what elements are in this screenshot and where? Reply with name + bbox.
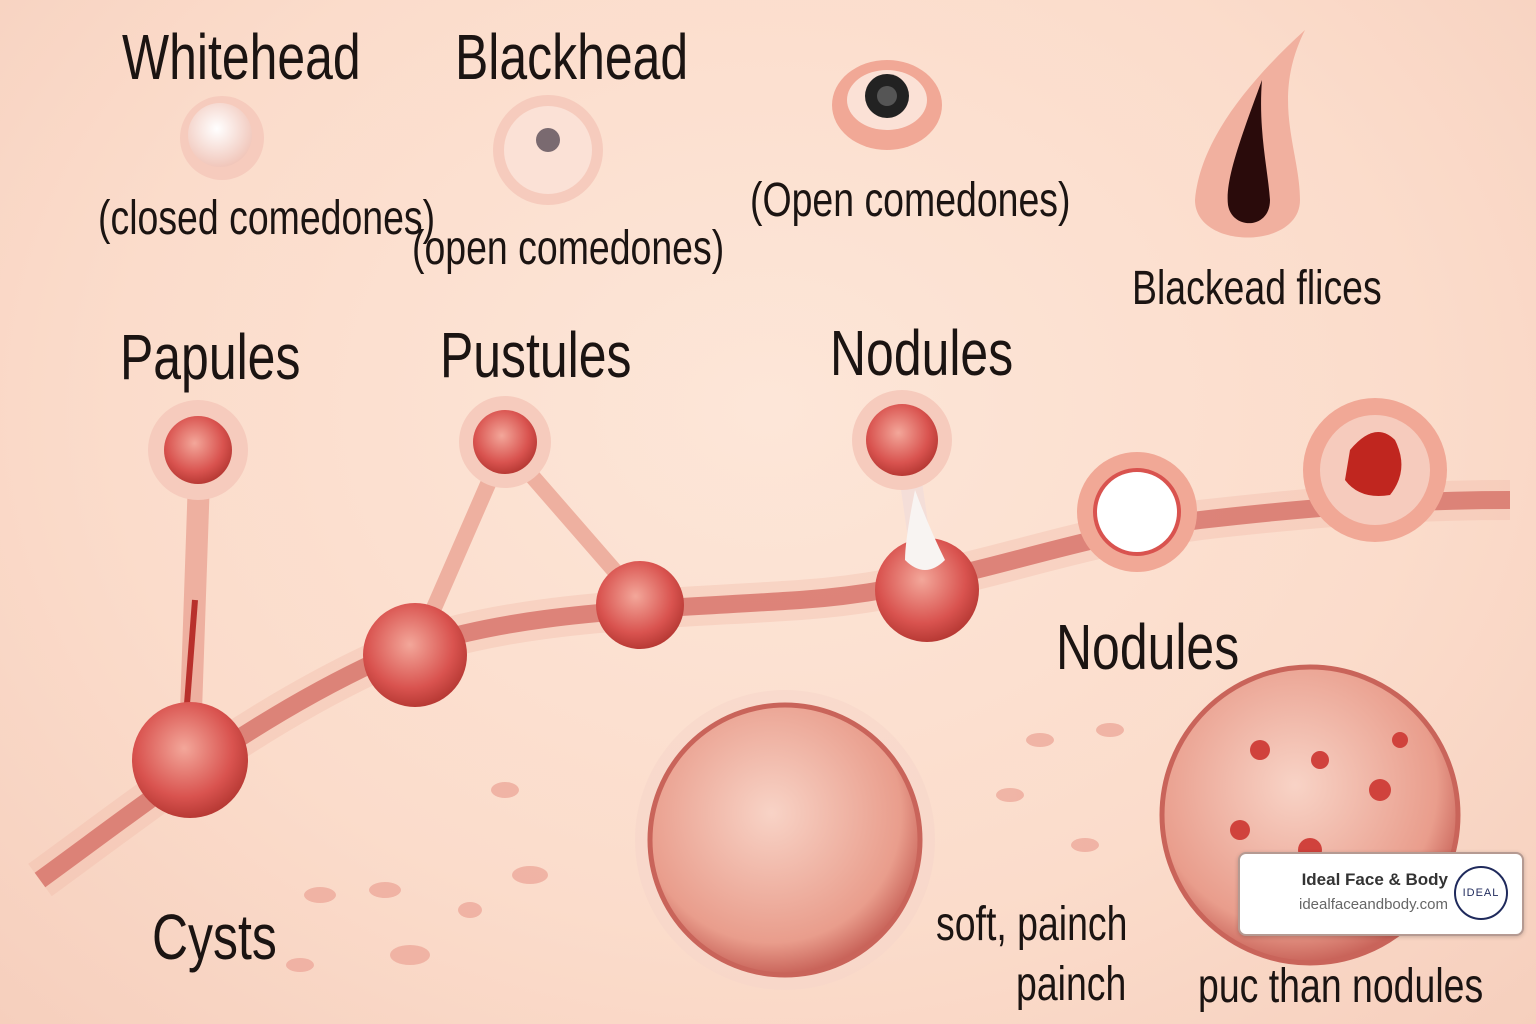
label-papules: Papules	[120, 321, 301, 393]
papule	[148, 400, 248, 500]
watermark-badge[interactable]: Ideal Face & Body idealfaceandbody.com I…	[1238, 852, 1524, 936]
label-blackead-flices: Blackead flices	[1132, 262, 1382, 315]
whitehead-illustration	[180, 96, 264, 180]
label-nodules-top: Nodules	[830, 317, 1014, 389]
nodule-top	[852, 390, 952, 490]
label-bottom-partial: puc than nodules	[1198, 960, 1484, 1013]
label-open-comedones: (Open comedones)	[750, 174, 1071, 227]
label-cysts: Cysts	[152, 901, 277, 973]
open-comedone-illustration	[832, 60, 942, 150]
label-whitehead-sub: (closed comedones)	[98, 192, 436, 245]
follicle-illustration	[1195, 30, 1305, 238]
label-whitehead: Whitehead	[122, 21, 361, 93]
label-painch: painch	[1016, 958, 1127, 1011]
blackhead-illustration	[493, 95, 603, 205]
pustule	[459, 396, 551, 488]
badge-name: Ideal Face & Body	[1301, 870, 1448, 889]
label-nodules-right: Nodules	[1056, 611, 1240, 683]
badge-url: idealfaceandbody.com	[1299, 896, 1448, 913]
label-pustules: Pustules	[440, 319, 632, 391]
label-blackhead: Blackhead	[455, 21, 689, 93]
label-soft-painch: soft, painch	[936, 898, 1128, 951]
cyst-large	[635, 690, 935, 990]
open-lesion	[1303, 398, 1447, 542]
vessel	[34, 491, 1511, 888]
logo-seal-icon: IDEAL	[1454, 866, 1508, 920]
label-blackhead-sub: (open comedones)	[412, 222, 725, 275]
whitecell-lesion	[1077, 452, 1197, 572]
